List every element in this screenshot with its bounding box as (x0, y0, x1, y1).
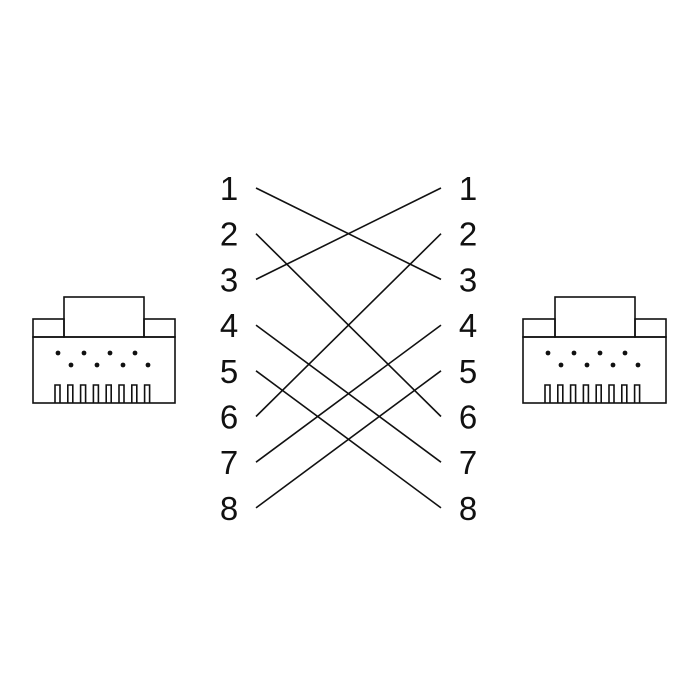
right-plug-contact-dot-upper-4 (622, 350, 628, 356)
right-pin-label-7: 7 (459, 444, 477, 481)
wire-8-to-5 (255, 370, 442, 509)
left-pin-label-2: 2 (220, 216, 238, 253)
right-pin-label-1: 1 (459, 170, 477, 207)
left-plug-contact-pin-5 (105, 384, 112, 403)
right-pin-label-4: 4 (459, 307, 477, 344)
left-plug-contact-pin-8 (143, 384, 151, 403)
left-plug-contact-dot-upper-2 (81, 350, 87, 356)
left-pin-labels: 1 2 3 4 5 6 7 8 (220, 170, 238, 527)
crossover-wires (255, 187, 442, 509)
left-pin-label-3: 3 (220, 261, 238, 298)
right-plug-contact-pin-6 (608, 384, 615, 403)
left-plug-contact-dot-lower-1 (68, 362, 74, 368)
right-plug-contact-dot-upper-3 (597, 350, 603, 356)
right-plug-contact-dot-lower-4 (635, 362, 641, 368)
right-pin-label-6: 6 (459, 399, 477, 436)
wire-6-to-2 (255, 233, 442, 418)
left-rj45-plug-icon (32, 296, 176, 404)
wire-7-to-4 (255, 324, 442, 463)
right-plug-contact-pin-5 (595, 384, 602, 403)
right-plug-contact-dot-upper-2 (571, 350, 577, 356)
left-plug-contact-pin-1 (54, 384, 61, 403)
left-pin-label-8: 8 (220, 490, 238, 527)
left-plug-contact-pin-6 (118, 384, 125, 403)
right-plug-contact-dot-lower-1 (558, 362, 564, 368)
right-plug-contact-pin-3 (569, 384, 577, 403)
wire-3-to-1 (255, 187, 442, 281)
right-plug-contact-pin-1 (544, 384, 551, 403)
right-pin-label-3: 3 (459, 261, 477, 298)
left-pin-label-4: 4 (220, 307, 238, 344)
left-plug-contact-dot-upper-3 (107, 350, 113, 356)
right-plug-contact-pin-4 (582, 384, 590, 403)
right-plug-contact-dot-lower-2 (584, 362, 590, 368)
left-pin-label-1: 1 (220, 170, 238, 207)
right-pin-labels: 1 2 3 4 5 6 7 8 (459, 170, 477, 527)
left-plug-contact-pin-2 (67, 384, 74, 403)
right-pin-label-8: 8 (459, 490, 477, 527)
right-pin-label-5: 5 (459, 353, 477, 390)
right-plug-contact-pin-7 (621, 384, 628, 403)
left-plug-contact-pin-7 (131, 384, 138, 403)
left-plug-contact-dot-lower-2 (94, 362, 100, 368)
left-plug-contact-dot-upper-1 (55, 350, 61, 356)
right-plug-contact-dot-upper-1 (545, 350, 551, 356)
right-plug-contact-pin-2 (557, 384, 564, 403)
left-pin-label-5: 5 (220, 353, 238, 390)
left-pin-label-7: 7 (220, 444, 238, 481)
right-plug-contact-pin-8 (633, 384, 641, 403)
right-plug-contact-dot-lower-3 (610, 362, 616, 368)
right-rj45-plug-icon (522, 296, 667, 404)
left-plug-contact-dot-upper-4 (132, 350, 138, 356)
left-plug-contact-pin-4 (92, 384, 100, 403)
left-pin-label-6: 6 (220, 399, 238, 436)
left-plug-contact-dot-lower-3 (120, 362, 126, 368)
left-plug-contact-pin-3 (79, 384, 87, 403)
right-pin-label-2: 2 (459, 216, 477, 253)
left-plug-contact-dot-lower-4 (145, 362, 151, 368)
